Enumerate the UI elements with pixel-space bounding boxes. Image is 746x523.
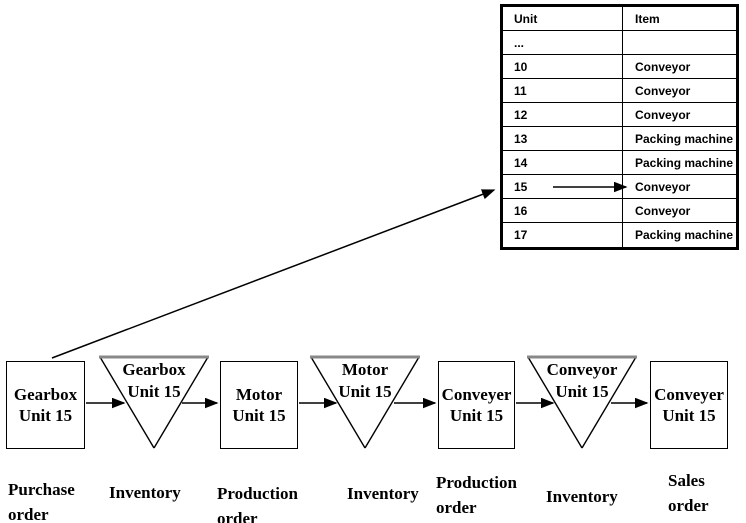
caption-line1: Purchase	[8, 480, 75, 499]
stage-title-line1: Motor	[235, 385, 283, 404]
unit-cell: 16	[503, 199, 623, 222]
item-column-header: Item	[635, 11, 660, 26]
caption-production-order-1: Production order	[217, 481, 298, 523]
unit-cell: 12	[503, 103, 623, 126]
unit-item-table: Unit Item ... 10 Conveyor 11 Conveyor 12…	[500, 4, 739, 250]
item-cell: Packing machine	[635, 228, 734, 242]
item-cell: Packing machine	[635, 155, 734, 170]
caption-line2: order	[668, 496, 709, 515]
caption-line1: Inventory	[109, 483, 181, 502]
stage-title-line2: Unit 15	[338, 382, 392, 401]
table-row: 16 Conveyor	[503, 199, 736, 223]
stage-title-line2: Unit 15	[18, 406, 73, 425]
item-cell: Packing machine	[635, 131, 734, 146]
caption-line2: order	[8, 505, 49, 523]
unit-cell: 14	[503, 151, 623, 174]
stage-title-line1: Conveyer	[654, 385, 724, 404]
item-cell: Conveyor	[635, 83, 691, 98]
unit15-reference-arrow	[51, 189, 496, 359]
caption-inventory-3: Inventory	[546, 484, 618, 509]
stage-title-line1: Gearbox	[13, 385, 78, 404]
caption-line1: Production	[217, 484, 298, 503]
caption-line2: order	[217, 509, 258, 523]
inventory-triangle-icon	[527, 355, 637, 449]
caption-line1: Sales	[668, 471, 705, 490]
unit-cell: 17	[503, 223, 623, 247]
caption-line2: order	[436, 498, 477, 517]
item-cell: Conveyor	[635, 107, 691, 122]
table-row: 12 Conveyor	[503, 103, 736, 127]
item-cell: Conveyor	[635, 203, 691, 218]
caption-production-order-2: Production order	[436, 470, 517, 520]
table-row: 11 Conveyor	[503, 79, 736, 103]
stage-rect-purchase-order: Gearbox Unit 15	[6, 361, 85, 449]
caption-purchase-order: Purchase order	[8, 477, 75, 523]
table-row-unit-15: 15 Conveyor	[503, 175, 736, 199]
caption-line1: Inventory	[546, 487, 618, 506]
table-row: 17 Packing machine	[503, 223, 736, 247]
item-cell: Conveyor	[635, 179, 691, 194]
stage-title-line2: Unit 15	[555, 382, 609, 401]
item-cell	[623, 31, 736, 54]
stage-rect-production-order-1: Motor Unit 15	[220, 361, 298, 449]
table-row: 13 Packing machine	[503, 127, 736, 151]
stage-title-line2: Unit 15	[127, 382, 181, 401]
caption-sales-order: Sales order	[668, 468, 709, 518]
stage-title-line1: Conveyor	[546, 360, 618, 379]
unit-cell: 15	[503, 175, 623, 198]
stage-title-line2: Unit 15	[449, 406, 504, 425]
stage-rect-sales-order: Conveyer Unit 15	[650, 361, 728, 449]
stage-title-line1: Gearbox	[122, 360, 186, 379]
stage-triangle-inventory-2: Motor Unit 15	[310, 359, 420, 403]
stage-triangle-inventory-3: Conveyor Unit 15	[527, 359, 637, 403]
table-header-row: Unit Item	[503, 7, 736, 31]
stage-triangle-inventory-1: Gearbox Unit 15	[99, 359, 209, 403]
unit-cell: 11	[503, 79, 623, 102]
unit-cell: 10	[503, 55, 623, 78]
caption-line1: Inventory	[347, 484, 419, 503]
caption-inventory-1: Inventory	[109, 480, 181, 505]
stage-rect-production-order-2: Conveyer Unit 15	[438, 361, 515, 449]
table-row: 10 Conveyor	[503, 55, 736, 79]
unit-column-header: Unit	[503, 7, 623, 30]
unit-cell: 13	[503, 127, 623, 150]
unit-cell: ...	[503, 31, 623, 54]
caption-inventory-2: Inventory	[347, 481, 419, 506]
table-row: ...	[503, 31, 736, 55]
stage-title-line2: Unit 15	[232, 406, 286, 425]
table-row: 14 Packing machine	[503, 151, 736, 175]
stage-title-line1: Motor	[341, 360, 389, 379]
item-cell: Conveyor	[635, 59, 691, 74]
stage-title-line2: Unit 15	[662, 406, 716, 425]
caption-line1: Production	[436, 473, 517, 492]
stage-title-line1: Conveyer	[441, 385, 512, 404]
